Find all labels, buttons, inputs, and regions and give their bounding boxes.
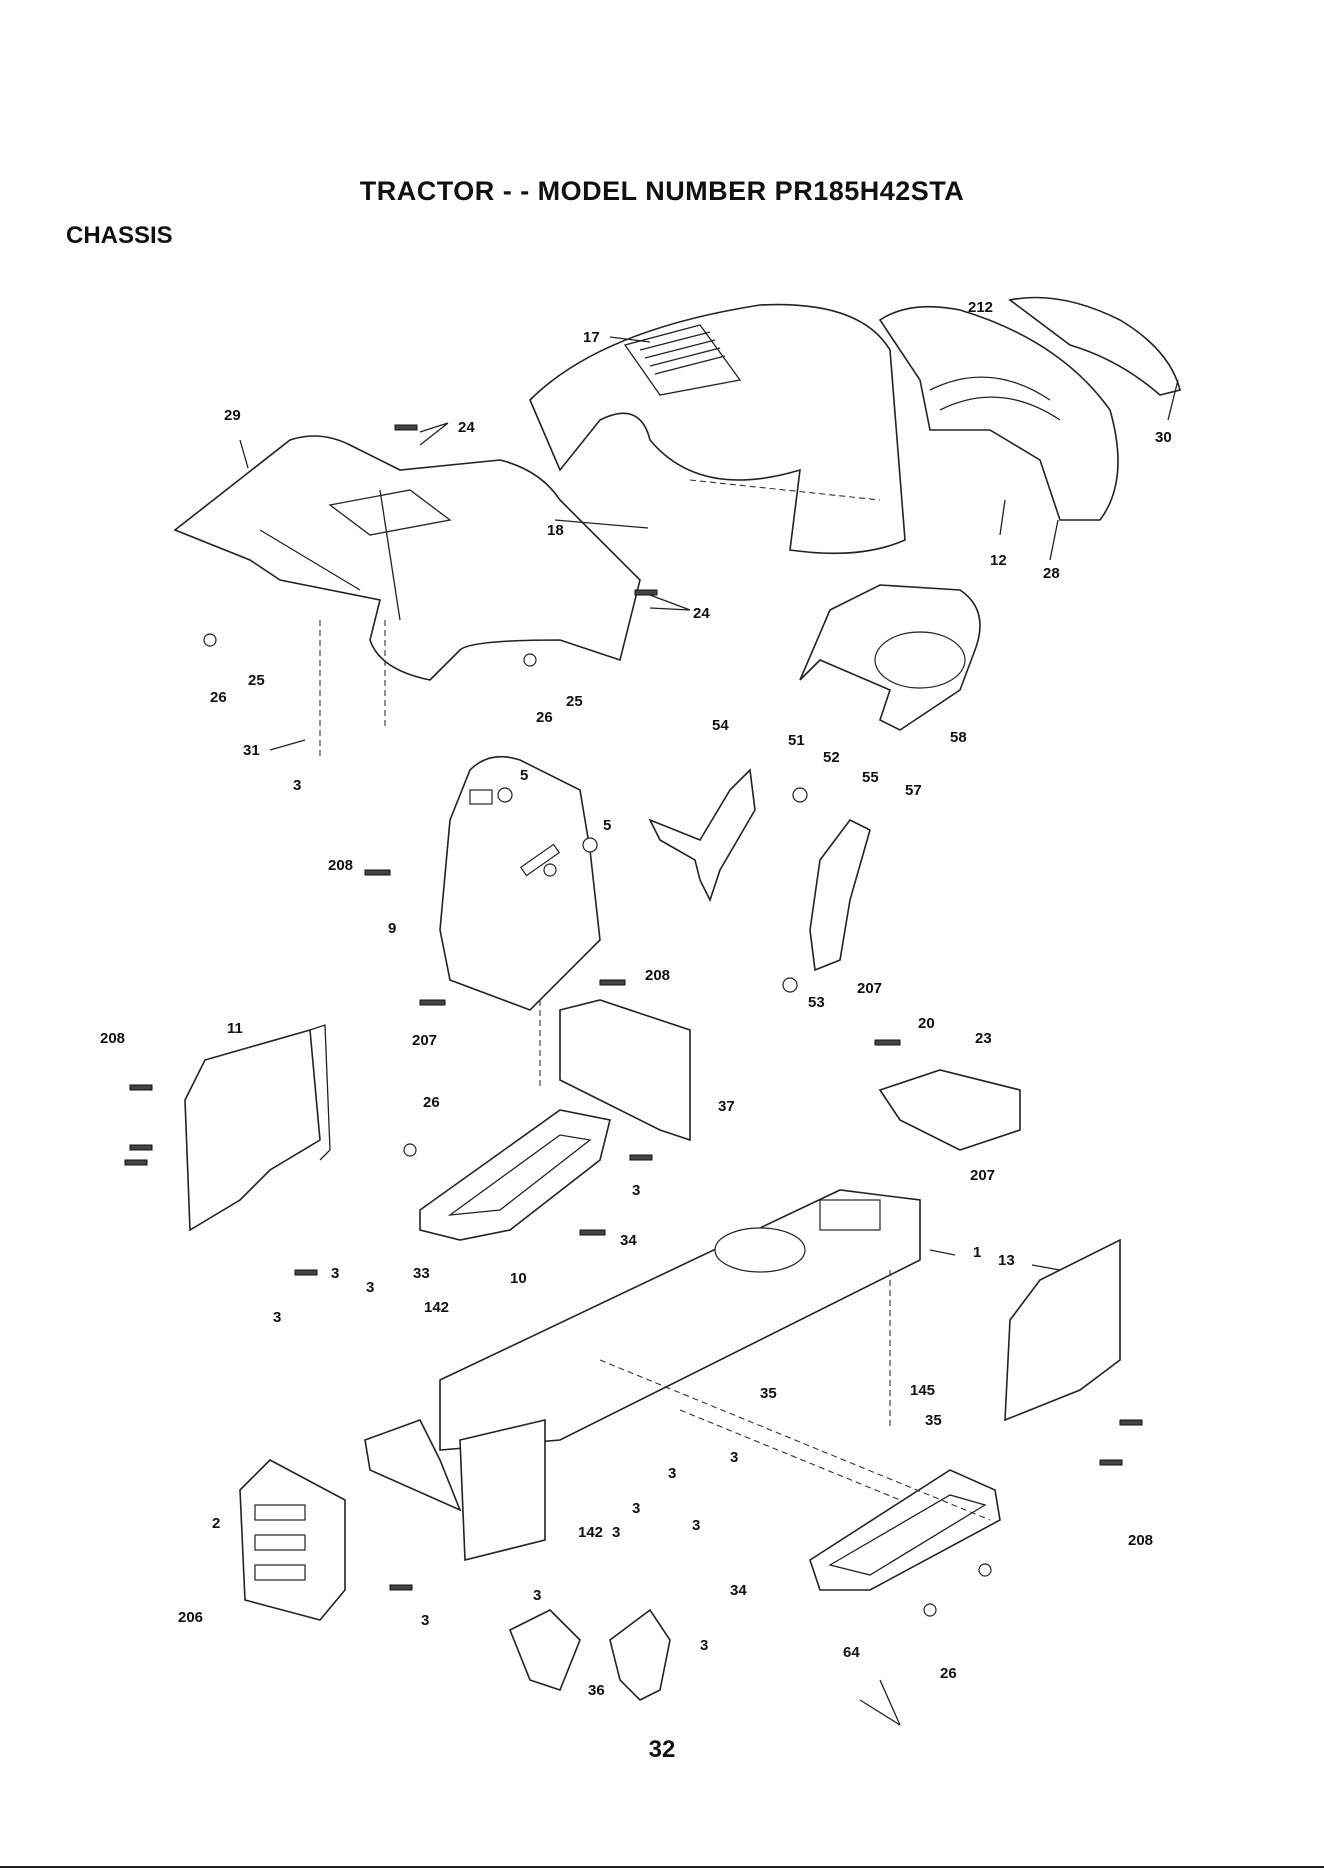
callout-label: 58 bbox=[950, 729, 967, 746]
callout-label: 54 bbox=[712, 717, 729, 734]
footrest-right-part bbox=[810, 1470, 1000, 1590]
callout-label: 26 bbox=[423, 1094, 440, 1111]
callout-label: 31 bbox=[243, 742, 260, 759]
callout-label: 52 bbox=[823, 749, 840, 766]
footrest-left-part bbox=[420, 1110, 610, 1240]
callout-label: 9 bbox=[388, 920, 396, 937]
callout-label: 208 bbox=[645, 967, 670, 984]
callout-label: 13 bbox=[998, 1252, 1015, 1269]
callout-label: 28 bbox=[1043, 565, 1060, 582]
side-plate-right-part bbox=[1005, 1240, 1120, 1420]
bracket-53-part bbox=[650, 770, 755, 900]
callout-label: 64 bbox=[843, 1644, 860, 1661]
callout-label: 3 bbox=[632, 1182, 640, 1199]
callout-label: 5 bbox=[603, 817, 611, 834]
callout-label: 206 bbox=[178, 1609, 203, 1626]
callout-label: 17 bbox=[583, 329, 600, 346]
callout-label: 29 bbox=[224, 407, 241, 424]
callout-label: 12 bbox=[990, 552, 1007, 569]
callout-label: 25 bbox=[566, 693, 583, 710]
page-bottom-rule bbox=[0, 1866, 1324, 1868]
callout-label: 11 bbox=[227, 1020, 243, 1037]
callout-label: 35 bbox=[925, 1412, 942, 1429]
callout-label: 26 bbox=[940, 1665, 957, 1682]
callout-label: 207 bbox=[857, 980, 882, 997]
callout-label: 3 bbox=[421, 1612, 429, 1629]
callout-label: 1 bbox=[973, 1244, 981, 1261]
callout-label: 5 bbox=[520, 767, 528, 784]
bracket-55-part bbox=[810, 820, 870, 970]
callout-label: 142 bbox=[424, 1299, 449, 1316]
callout-label: 3 bbox=[730, 1449, 738, 1466]
callout-label: 208 bbox=[328, 857, 353, 874]
page-number: 32 bbox=[0, 1736, 1324, 1764]
callout-label: 26 bbox=[536, 709, 553, 726]
callout-label: 24 bbox=[458, 419, 475, 436]
front-plate-part bbox=[240, 1460, 345, 1620]
callout-label: 3 bbox=[632, 1500, 640, 1517]
callout-label: 18 bbox=[547, 522, 564, 539]
callout-label: 208 bbox=[100, 1030, 125, 1047]
callout-label: 10 bbox=[510, 1270, 527, 1287]
callout-label: 145 bbox=[910, 1382, 935, 1399]
callout-label: 51 bbox=[788, 732, 805, 749]
callout-label: 3 bbox=[331, 1265, 339, 1282]
callout-label: 33 bbox=[413, 1265, 430, 1282]
callout-label: 208 bbox=[1128, 1532, 1153, 1549]
callout-label: 207 bbox=[412, 1032, 437, 1049]
callout-label: 3 bbox=[533, 1587, 541, 1604]
mounting-plate-part bbox=[440, 757, 600, 1010]
callout-label: 37 bbox=[718, 1098, 735, 1115]
callout-label: 3 bbox=[366, 1279, 374, 1296]
callout-label: 26 bbox=[210, 689, 227, 706]
grille-part bbox=[880, 298, 1180, 521]
callout-label: 55 bbox=[862, 769, 879, 786]
callout-label: 207 bbox=[970, 1167, 995, 1184]
callout-label: 30 bbox=[1155, 429, 1172, 446]
callout-label: 3 bbox=[700, 1637, 708, 1654]
callout-label: 57 bbox=[905, 782, 922, 799]
callout-label: 2 bbox=[212, 1515, 220, 1532]
callout-label: 3 bbox=[293, 777, 301, 794]
callout-label: 23 bbox=[975, 1030, 992, 1047]
bracket-20-part bbox=[880, 1070, 1020, 1150]
callout-label: 36 bbox=[588, 1682, 605, 1699]
callout-label: 24 bbox=[693, 605, 710, 622]
callout-label: 3 bbox=[692, 1517, 700, 1534]
side-plate-left-part bbox=[185, 1025, 330, 1230]
callout-label: 34 bbox=[620, 1232, 637, 1249]
callout-label: 142 bbox=[578, 1524, 603, 1541]
fender-part bbox=[175, 436, 640, 680]
callout-label: 3 bbox=[612, 1524, 620, 1541]
callout-label: 212 bbox=[968, 299, 993, 316]
dash-panel-part bbox=[800, 585, 980, 730]
callout-label: 53 bbox=[808, 994, 825, 1011]
main-frame-part bbox=[365, 1190, 920, 1560]
callout-label: 35 bbox=[760, 1385, 777, 1402]
callout-label: 25 bbox=[248, 672, 265, 689]
callout-label: 34 bbox=[730, 1582, 747, 1599]
callout-label: 20 bbox=[918, 1015, 935, 1032]
callout-label: 3 bbox=[273, 1309, 281, 1326]
callout-label: 3 bbox=[668, 1465, 676, 1482]
